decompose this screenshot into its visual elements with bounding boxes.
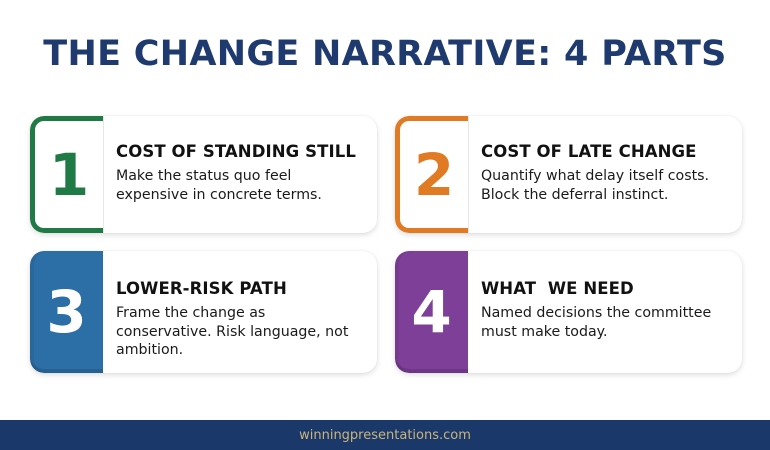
part-number-badge: 4 bbox=[395, 251, 468, 373]
page-title: THE CHANGE NARRATIVE: 4 PARTS bbox=[43, 34, 727, 74]
part-card-4: 4 WHAT WE NEED Named decisions the commi… bbox=[395, 251, 742, 373]
part-text: COST OF LATE CHANGE Quantify what delay … bbox=[481, 142, 732, 204]
part-description: Quantify what delay itself costs. Block … bbox=[481, 168, 710, 203]
part-text: LOWER-RISK PATH Frame the change as cons… bbox=[116, 279, 367, 360]
part-number-badge: 1 bbox=[30, 116, 103, 233]
part-description: Frame the change as conservative. Risk l… bbox=[116, 305, 349, 358]
part-card-3: 3 LOWER-RISK PATH Frame the change as co… bbox=[30, 251, 377, 373]
part-heading: WHAT WE NEED bbox=[481, 279, 634, 298]
part-description: Make the status quo feel expensive in co… bbox=[116, 168, 322, 203]
divider bbox=[103, 116, 104, 233]
footer-website: winningpresentations.com bbox=[299, 427, 471, 443]
part-heading: COST OF LATE CHANGE bbox=[481, 142, 697, 161]
divider bbox=[468, 116, 469, 233]
footer-bar: winningpresentations.com bbox=[0, 420, 770, 450]
part-card-1: 1 COST OF STANDING STILL Make the status… bbox=[30, 116, 377, 233]
part-card-2: 2 COST OF LATE CHANGE Quantify what dela… bbox=[395, 116, 742, 233]
part-number-badge: 3 bbox=[30, 251, 103, 373]
part-text: COST OF STANDING STILL Make the status q… bbox=[116, 142, 367, 204]
part-description: Named decisions the committee must make … bbox=[481, 305, 712, 340]
part-heading: COST OF STANDING STILL bbox=[116, 142, 356, 161]
part-text: WHAT WE NEED Named decisions the committ… bbox=[481, 279, 732, 341]
part-heading: LOWER-RISK PATH bbox=[116, 279, 287, 298]
part-number-badge: 2 bbox=[395, 116, 468, 233]
